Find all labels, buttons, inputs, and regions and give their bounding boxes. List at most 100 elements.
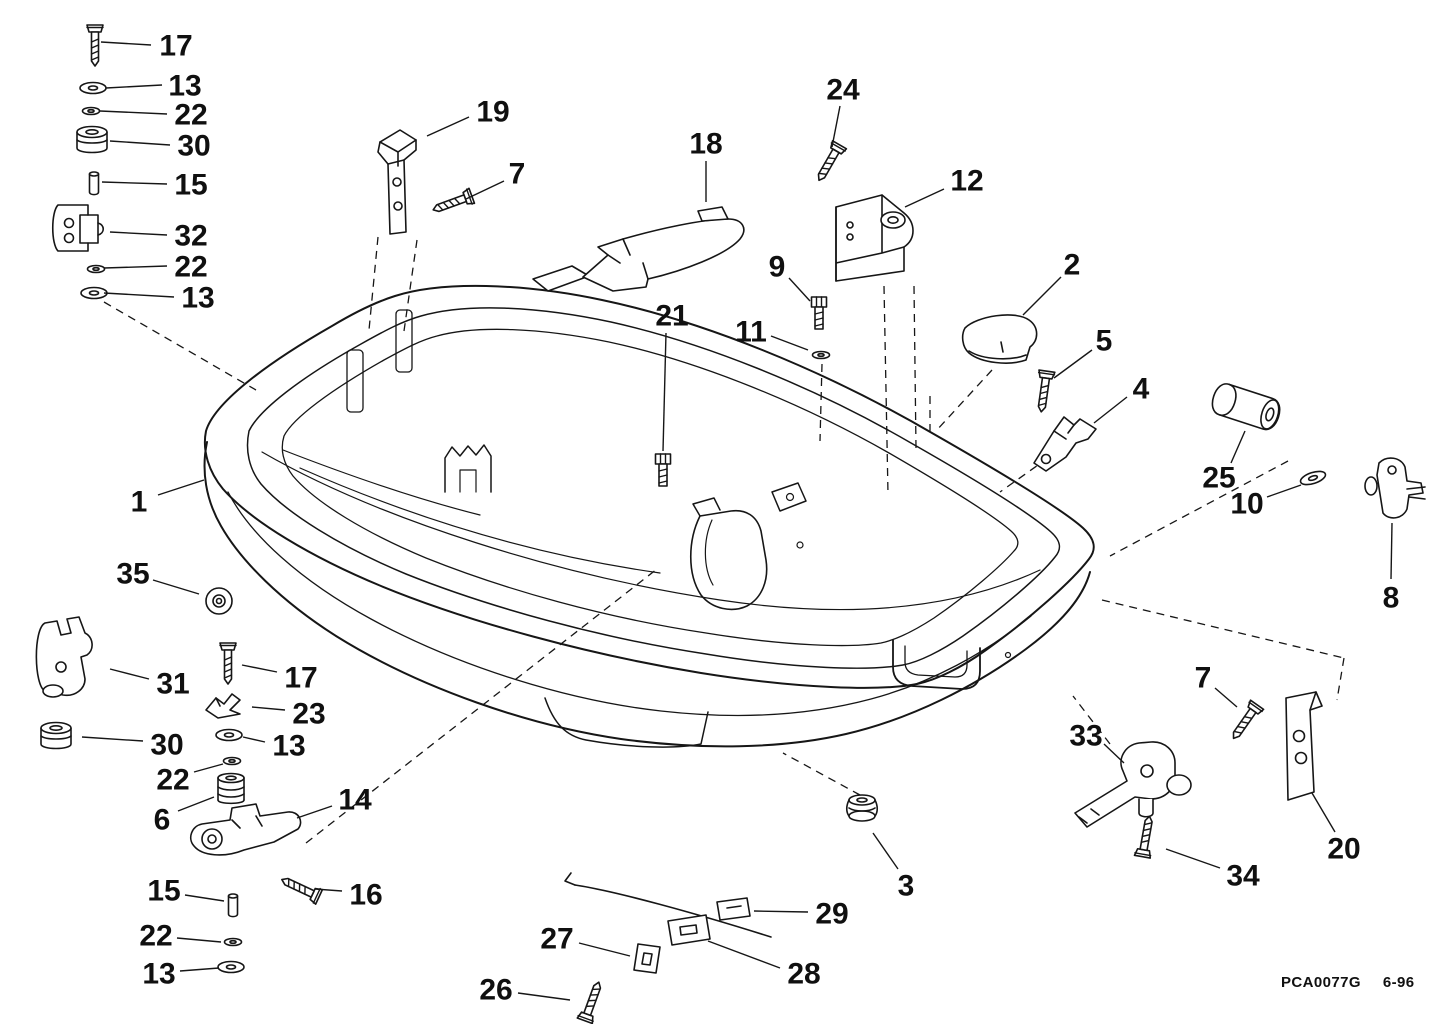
- clip-27-drawing: [633, 943, 661, 974]
- callout-7: 7: [509, 158, 526, 191]
- washer-13-top-drawing: [79, 81, 107, 95]
- screw-26-drawing: [576, 981, 602, 1024]
- leader-line-22: [103, 265, 168, 269]
- washer-22-top-drawing: [81, 106, 101, 116]
- drawing-date: 6-96: [1382, 974, 1415, 991]
- callout-35: 35: [116, 558, 149, 591]
- callout-27: 27: [540, 923, 573, 956]
- construction-line: [883, 285, 889, 495]
- washer-22-bottom-drawing: [223, 937, 243, 947]
- leader-line-23: [251, 706, 286, 711]
- callout-26: 26: [479, 974, 512, 1007]
- leader-line-3: [872, 832, 899, 870]
- callout-17: 17: [284, 662, 317, 695]
- construction-line: [1101, 599, 1345, 659]
- grommet-30-top-drawing: [76, 125, 108, 154]
- rim-notch-outer-path: [892, 639, 981, 690]
- alignment-dashed-lines: [103, 236, 1345, 844]
- leader-line-14: [296, 805, 333, 819]
- leader-line-4: [1093, 396, 1128, 424]
- leader-line-17: [100, 41, 152, 46]
- grommet-3-drawing: [845, 794, 879, 822]
- screw-17-top-drawing: [86, 24, 104, 67]
- floor-rib-path: [299, 467, 661, 574]
- leader-line-28: [707, 940, 781, 969]
- callout-30: 30: [150, 729, 183, 762]
- pivot-bracket-inner: [704, 519, 714, 586]
- leader-line-10: [1266, 484, 1302, 498]
- callout-32: 32: [174, 220, 207, 253]
- leader-line-35: [152, 579, 200, 595]
- callout-12: 12: [950, 165, 983, 198]
- construction-line: [1109, 460, 1289, 557]
- leader-line-33: [1103, 743, 1125, 764]
- construction-line: [1336, 657, 1345, 701]
- washer-13-bottom-drawing: [217, 960, 245, 974]
- callout-13: 13: [272, 730, 305, 763]
- floor-tab: [771, 482, 807, 512]
- part-number-callouts: 1713223015322213197182412911254251082113…: [81, 30, 1399, 1007]
- callout-34: 34: [1226, 860, 1260, 893]
- leader-line-11: [770, 335, 809, 351]
- cable-28-drawing: [564, 872, 772, 938]
- callout-28: 28: [787, 958, 820, 991]
- leader-line-6: [177, 796, 215, 812]
- bracket-14-drawing: [190, 803, 302, 856]
- callout-15: 15: [147, 875, 180, 908]
- callout-21: 21: [655, 300, 688, 333]
- leader-line-7: [465, 180, 505, 200]
- pivot-bracket-ear: [692, 497, 721, 517]
- grommet-35-drawing: [205, 587, 233, 615]
- washer-13-mid-drawing: [80, 286, 108, 300]
- leader-line-30: [81, 736, 144, 742]
- leader-line-16: [314, 888, 343, 892]
- leader-line-13: [179, 967, 220, 972]
- leader-line-27: [578, 942, 631, 957]
- center-mount-bracket: [444, 444, 492, 493]
- floor-hole: [1004, 651, 1012, 659]
- leader-line-15: [101, 181, 168, 185]
- callout-2: 2: [1064, 249, 1081, 282]
- callout-23: 23: [292, 698, 325, 731]
- screw-24-drawing: [817, 140, 848, 182]
- floor-rib-path: [261, 451, 1041, 611]
- cowl-inner-rim-path: [246, 307, 1061, 669]
- callout-33: 33: [1069, 720, 1102, 753]
- leader-line-32: [109, 231, 168, 236]
- washer-10-drawing: [1299, 470, 1327, 486]
- drawing-code: PCA0077G: [1281, 974, 1361, 991]
- drawing-footer: PCA0077G 6-96: [1281, 974, 1415, 991]
- bracket-12-drawing: [835, 194, 914, 282]
- leader-line-17: [241, 664, 278, 673]
- lever-31-drawing: [35, 616, 93, 698]
- construction-line: [368, 236, 379, 331]
- leader-line-31: [109, 668, 150, 680]
- callout-22: 22: [174, 99, 207, 132]
- callout-22: 22: [156, 764, 189, 797]
- callout-14: 14: [338, 784, 372, 817]
- construction-line: [103, 301, 257, 391]
- clamp-19-drawing: [377, 129, 417, 235]
- leader-line-34: [1165, 848, 1221, 869]
- callout-9: 9: [769, 251, 786, 284]
- callout-4: 4: [1133, 373, 1150, 406]
- callout-18: 18: [689, 128, 722, 161]
- leader-line-24: [831, 105, 841, 148]
- lower-engine-cover-drawing: [203, 284, 1095, 748]
- leader-line-9: [788, 277, 811, 302]
- screw-7-right-drawing: [1232, 699, 1265, 740]
- leader-line-30: [109, 140, 171, 146]
- construction-line: [935, 369, 993, 432]
- bushing-25-drawing: [1211, 383, 1281, 431]
- leader-line-22: [176, 937, 222, 943]
- callout-17: 17: [159, 30, 192, 63]
- callout-6: 6: [154, 804, 171, 837]
- lever-18-drawing: [532, 206, 745, 292]
- floor-rib-path: [282, 449, 481, 516]
- washer-13-left-drawing: [215, 728, 243, 742]
- callout-1: 1: [131, 486, 148, 519]
- screw-5-drawing: [1037, 369, 1056, 413]
- washer-11-drawing: [811, 350, 831, 360]
- leader-line-2: [1022, 276, 1062, 316]
